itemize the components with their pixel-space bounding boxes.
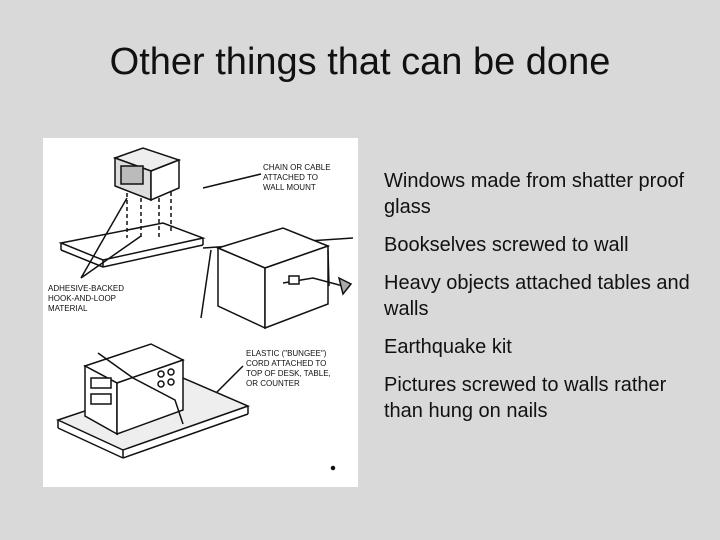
elastic-label-line-2: CORD ATTACHED TO <box>246 359 326 368</box>
chain-label-line-2: ATTACHED TO <box>263 173 318 182</box>
bullet-item: Windows made from shatter proof glass <box>384 170 685 218</box>
bullet-item: Pictures screwed to walls rather than hu… <box>384 374 667 422</box>
elastic-label-line-1: ELASTIC ("BUNGEE") <box>246 349 327 358</box>
chain-label-line-1: CHAIN OR CABLE <box>263 163 331 172</box>
elastic-label: ELASTIC ("BUNGEE") CORD ATTACHED TO TOP … <box>246 349 331 388</box>
adhesive-label-line-2: HOOK-AND-LOOP <box>48 294 116 303</box>
illustration-drawing: CHAIN OR CABLE ATTACHED TO WALL MOUNT AD… <box>48 147 354 471</box>
bullet-item: Earthquake kit <box>384 336 512 358</box>
bullet-item: Heavy objects attached tables and walls <box>384 272 690 320</box>
cabinet-with-chain-drawing <box>200 227 353 330</box>
bullet-list: Windows made from shatter proof glass Bo… <box>384 168 704 436</box>
bullet-item: Bookselves screwed to wall <box>384 234 629 256</box>
elastic-label-line-4: OR COUNTER <box>246 379 300 388</box>
adhesive-label-line-1: ADHESIVE-BACKED <box>48 284 124 293</box>
chain-label-line-3: WALL MOUNT <box>263 183 316 192</box>
adhesive-label: ADHESIVE-BACKED HOOK-AND-LOOP MATERIAL <box>48 284 124 313</box>
slide-title: Other things that can be done <box>109 41 611 83</box>
elastic-label-line-3: TOP OF DESK, TABLE, <box>246 369 331 378</box>
monitor-on-shelf-drawing <box>58 147 206 268</box>
adhesive-label-line-3: MATERIAL <box>48 304 88 313</box>
appliance-on-counter-drawing <box>55 343 336 471</box>
chain-label: CHAIN OR CABLE ATTACHED TO WALL MOUNT <box>263 163 331 192</box>
earthquake-fastening-illustration: CHAIN OR CABLE ATTACHED TO WALL MOUNT AD… <box>43 138 358 487</box>
